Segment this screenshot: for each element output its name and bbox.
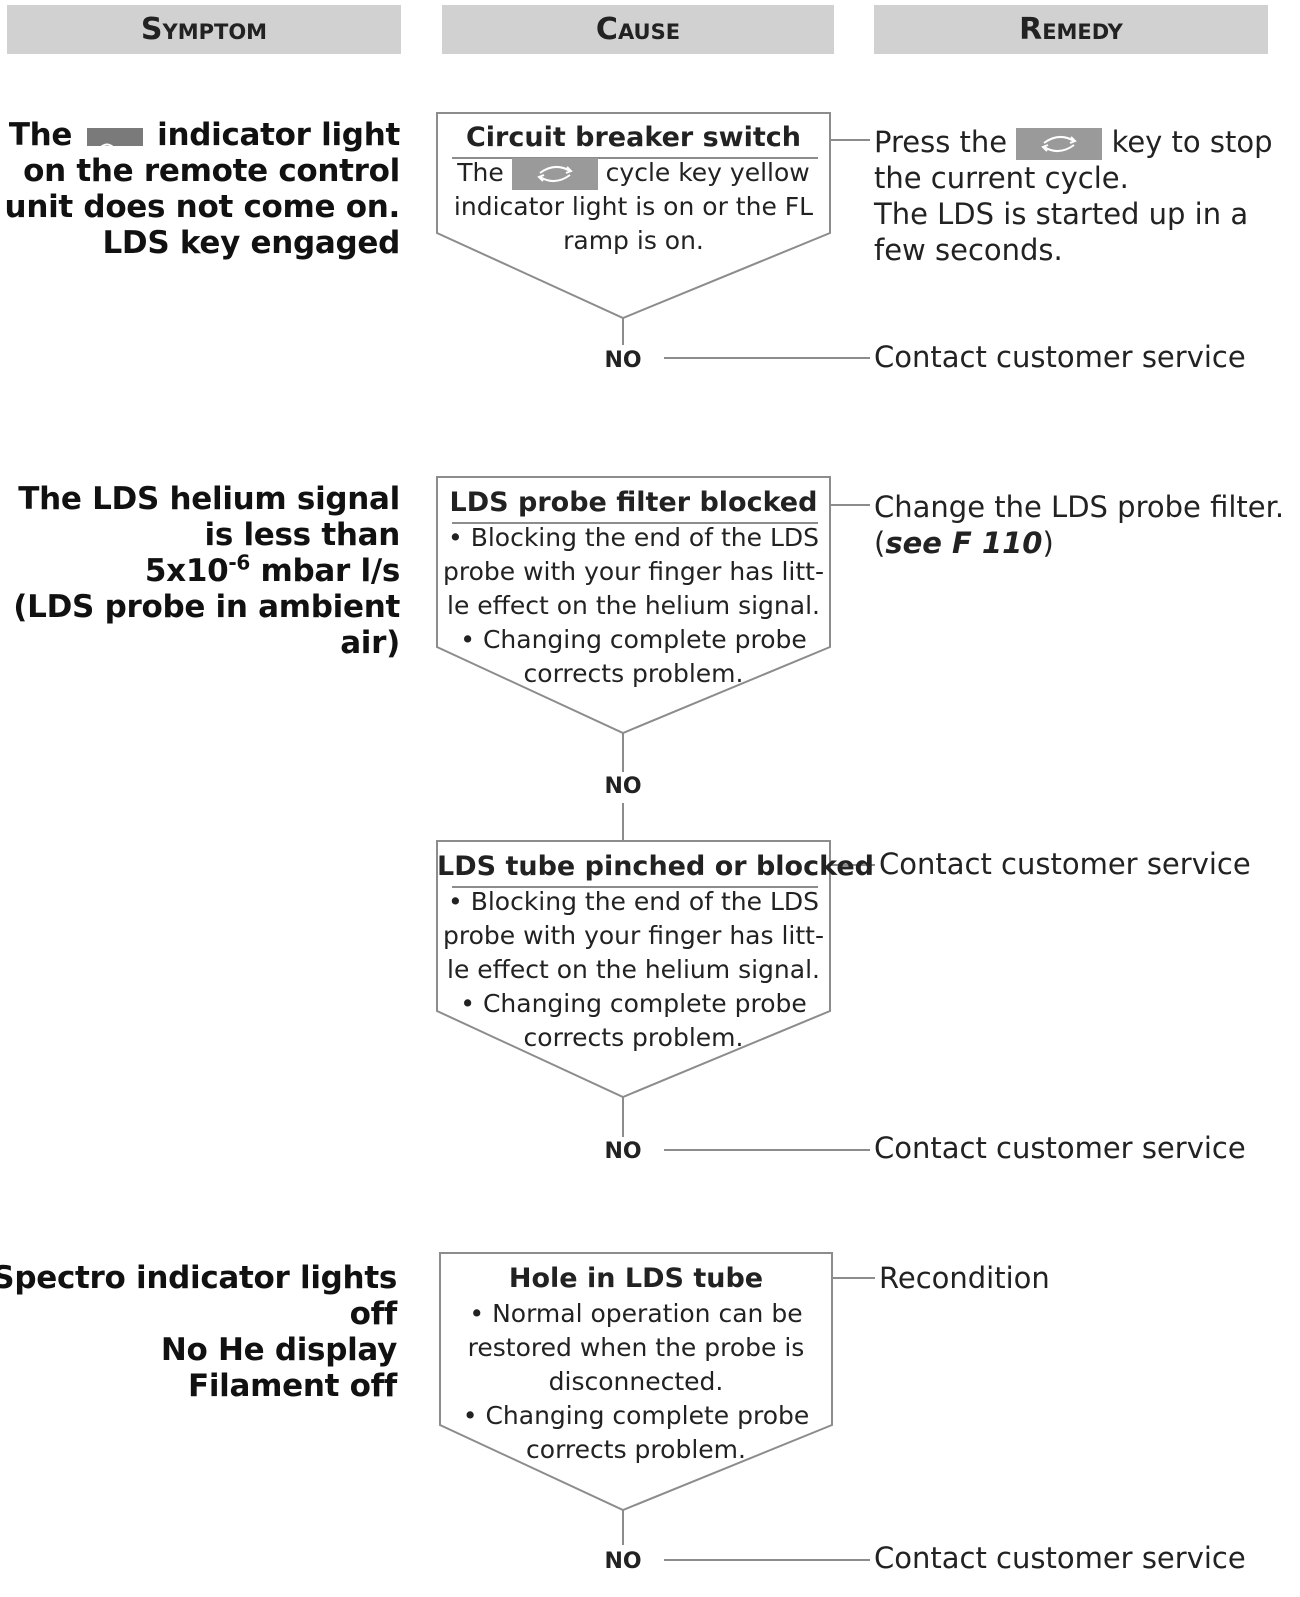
- cause-box-1-line1: The cycle key yellow: [437, 156, 830, 190]
- cause-box-4-shape: [439, 1252, 833, 1512]
- symptom-3: Spectro indicator lights off No He displ…: [0, 1260, 397, 1404]
- cause-box-1-title: Circuit breaker switch: [465, 122, 801, 153]
- symptom-1-text-b: indicator light: [157, 117, 400, 153]
- header-cause-label: Cause: [595, 12, 681, 47]
- cause-box-4-line4: • Changing complete probe: [462, 1401, 810, 1430]
- remedy-1-line2: the current cycle.: [874, 161, 1129, 195]
- cause-box-2-body: • Blocking the end of the LDS probe with…: [437, 521, 830, 691]
- symptom-1-line1: The indicator light: [5, 117, 400, 153]
- cause-box-2-line5: corrects problem.: [523, 659, 744, 688]
- cause-box-2: LDS probe filter blocked • Blocking the …: [437, 485, 830, 691]
- symptom-3-line4: Filament off: [187, 1368, 397, 1404]
- cause-box-1-body: The cycle key yellow indicator light is …: [437, 156, 830, 258]
- no-label-2: NO: [604, 774, 642, 799]
- no-label-4: NO: [604, 1549, 642, 1574]
- remedy-1-text-a: Press the: [874, 125, 1008, 159]
- cause-box-1-line2: indicator light is on or the FL: [453, 192, 814, 221]
- symptom-2-line4: (LDS probe in ambient: [13, 589, 400, 625]
- remedy-2: Change the LDS probe filter. (see F 110): [874, 489, 1284, 561]
- cause-box-1-shape: [436, 112, 831, 320]
- symptom-2-value: 5x10: [144, 553, 229, 589]
- remedy-2-line1: Change the LDS probe filter.: [874, 490, 1285, 524]
- remedy-1: Press the key to stop the current cycle.…: [874, 124, 1273, 268]
- symptom-2: The LDS helium signal is less than 5x10-…: [13, 481, 400, 661]
- cause-box-3-line5: corrects problem.: [523, 1023, 744, 1052]
- cause-box-1-text-a: The: [457, 158, 504, 187]
- remedy-contact-1: Contact customer service: [874, 340, 1246, 374]
- remedy-contact-2: Contact customer service: [874, 1131, 1246, 1165]
- remedy-1-text-b: key to stop: [1111, 125, 1273, 159]
- symptom-3-line2: off: [349, 1296, 398, 1332]
- cause-box-2-line2: probe with your finger has litt-: [443, 557, 824, 586]
- cause-box-1-text-b: cycle key yellow: [605, 158, 810, 187]
- cycle-key-icon: [511, 158, 598, 190]
- cause-box-4-title: Hole in LDS tube: [508, 1263, 764, 1294]
- remedy-1-line4: few seconds.: [874, 233, 1063, 267]
- remedy-2-paren-open: (: [874, 526, 886, 560]
- cycle-key-icon: [1016, 128, 1103, 160]
- cause-box-2-line3: le effect on the helium signal.: [447, 591, 820, 620]
- cause-box-3: LDS tube pinched or blocked • Blocking t…: [437, 849, 874, 1055]
- header-remedy: Remedy: [874, 5, 1268, 54]
- symptom-1: The indicator light on the remote contro…: [4, 117, 401, 261]
- cause-box-4-body: • Normal operation can be restored when …: [440, 1297, 832, 1467]
- symptom-2-line1: The LDS helium signal: [18, 481, 400, 517]
- symptom-2-line2: is less than: [204, 517, 401, 553]
- cause-box-2-shape: [436, 476, 831, 735]
- header-symptom-label: Symptom: [140, 12, 268, 47]
- cause-box-3-line4: • Changing complete probe: [460, 989, 807, 1018]
- cause-box-3-body: • Blocking the end of the LDS probe with…: [437, 885, 830, 1055]
- symptom-1-text-a: The: [8, 117, 73, 153]
- remedy-3: Contact customer service: [879, 847, 1251, 881]
- cause-box-3-line2: probe with your finger has litt-: [443, 921, 824, 950]
- cause-box-1-line3: ramp is on.: [563, 226, 704, 255]
- symptom-2-line3: 5x10-6 mbar l/s: [13, 553, 400, 589]
- cause-box-4-line5: corrects problem.: [526, 1435, 746, 1464]
- cause-box-4-line1: • Normal operation can be: [469, 1299, 803, 1328]
- remedy-contact-3: Contact customer service: [874, 1541, 1246, 1575]
- cause-box-3-line3: le effect on the helium signal.: [447, 955, 820, 984]
- remedy-2-reference: see F 110: [885, 526, 1043, 560]
- no-label-3: NO: [604, 1139, 642, 1164]
- remedy-2-paren-close: ): [1042, 526, 1054, 560]
- remedy-2-line2: (see F 110): [874, 525, 1284, 561]
- cause-box-4: Hole in LDS tube • Normal operation can …: [440, 1261, 832, 1467]
- symptom-1-line3: unit does not come on.: [4, 189, 401, 225]
- symptom-1-line2: on the remote control: [23, 153, 400, 189]
- cause-box-2-line1: • Blocking the end of the LDS: [448, 523, 819, 552]
- header-symptom: Symptom: [7, 5, 401, 54]
- header-cause: Cause: [442, 5, 834, 54]
- symptom-3-line3: No He display: [160, 1332, 397, 1368]
- cause-box-3-title: LDS tube pinched or blocked: [437, 851, 874, 882]
- cause-box-3-shape: [436, 840, 831, 1099]
- cause-box-1: Circuit breaker switch The cycle key yel…: [437, 120, 830, 258]
- no-label-1: NO: [604, 348, 642, 373]
- symptom-1-line4: LDS key engaged: [102, 225, 400, 261]
- cause-box-2-title: LDS probe filter blocked: [449, 487, 818, 518]
- cause-box-4-line3: disconnected.: [548, 1367, 724, 1396]
- remedy-1-line1: Press the key to stop: [874, 124, 1273, 160]
- symptom-2-unit: mbar l/s: [250, 553, 401, 589]
- symptom-2-line5: air): [340, 625, 400, 661]
- cause-box-4-line2: restored when the probe is: [467, 1333, 805, 1362]
- cause-box-3-line1: • Blocking the end of the LDS: [448, 887, 819, 916]
- remote-indicator-icon: [86, 127, 143, 148]
- symptom-2-exponent: -6: [228, 550, 251, 575]
- remedy-1-line3: The LDS is started up in a: [874, 197, 1249, 231]
- symptom-3-line1: Spectro indicator lights: [0, 1260, 397, 1296]
- cause-box-2-line4: • Changing complete probe: [460, 625, 807, 654]
- remedy-4: Recondition: [879, 1261, 1050, 1295]
- header-remedy-label: Remedy: [1019, 12, 1123, 47]
